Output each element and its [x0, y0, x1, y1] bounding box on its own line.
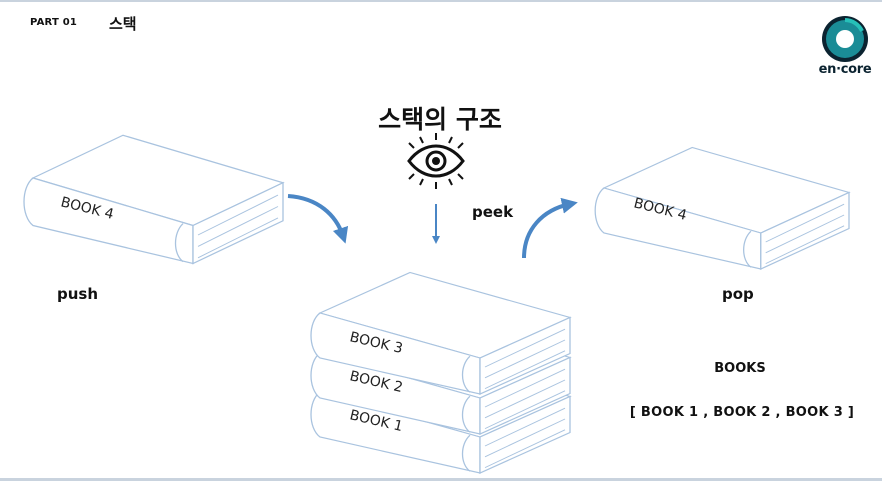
section-title: 스택 — [109, 15, 137, 33]
encore-logo-icon — [822, 16, 868, 62]
arrow-curve-up-icon — [522, 197, 578, 259]
peek-label: peek — [472, 203, 514, 221]
eye-icon — [407, 133, 465, 189]
books-title: BOOKS — [714, 361, 766, 376]
arrow-curve-down-icon — [287, 194, 349, 244]
pop-label: pop — [722, 285, 754, 303]
books-list: [ BOOK 1 , BOOK 2 , BOOK 3 ] — [629, 405, 855, 420]
top-frame-line — [0, 0, 882, 2]
part-label: PART 01 — [30, 17, 78, 28]
diagram-title: 스택의 구조 — [378, 105, 502, 134]
logo-text: en·core — [818, 62, 872, 77]
push-label: push — [57, 285, 99, 303]
bottom-frame-line — [0, 478, 882, 481]
